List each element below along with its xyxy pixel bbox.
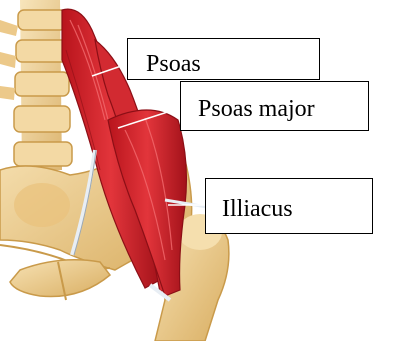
label-psoas-text: Psoas xyxy=(146,52,201,76)
vertebral-column xyxy=(0,0,72,170)
label-psoas: Psoas xyxy=(127,38,320,80)
label-illiacus-text: Illiacus xyxy=(222,197,293,221)
label-illiacus: Illiacus xyxy=(205,178,373,234)
label-psoas-major: Psoas major xyxy=(180,81,369,131)
pubic-bone xyxy=(10,260,110,300)
label-psoas-major-text: Psoas major xyxy=(198,97,315,121)
